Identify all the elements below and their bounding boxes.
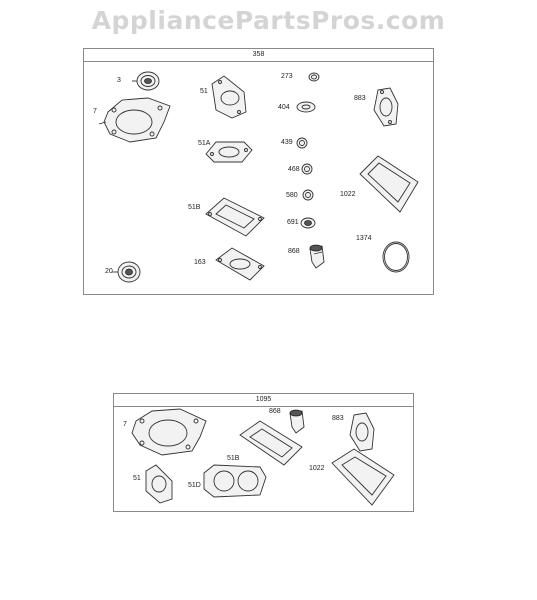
part-1022-rocker-cover-gasket[interactable] xyxy=(331,448,395,506)
part-20-oil-seal[interactable] xyxy=(117,261,141,283)
label-883: 883 xyxy=(354,95,366,102)
label-20: 20 xyxy=(105,268,113,275)
kit-358-leader-lines xyxy=(98,80,137,273)
part-580-seal[interactable] xyxy=(302,189,314,201)
part-883-gasket[interactable] xyxy=(349,412,375,452)
label-868: 868 xyxy=(288,248,300,255)
label-1022: 1022 xyxy=(340,191,356,198)
label-51a: 51A xyxy=(198,140,211,147)
part-883-gasket[interactable] xyxy=(373,87,399,127)
watermark-logo: AppliancePartsPros.com xyxy=(91,6,446,35)
part-1374-o-ring[interactable] xyxy=(382,241,410,273)
label-1022: 1022 xyxy=(309,465,325,472)
part-273-washer[interactable] xyxy=(308,72,320,82)
kit-1095-title: 1095 xyxy=(114,394,413,407)
part-404-gasket[interactable] xyxy=(296,101,316,113)
part-1022-rocker-cover-gasket[interactable] xyxy=(359,155,419,213)
label-404: 404 xyxy=(278,104,290,111)
part-51b-gasket[interactable] xyxy=(205,197,265,237)
part-7-cylinder-head-gasket[interactable] xyxy=(131,408,207,456)
label-468: 468 xyxy=(288,166,300,173)
label-868: 868 xyxy=(269,408,281,415)
label-883: 883 xyxy=(332,415,344,422)
part-439-seal[interactable] xyxy=(296,137,308,149)
part-51a-gasket[interactable] xyxy=(205,141,253,163)
kit-358-title: 358 xyxy=(84,49,433,62)
part-51-gasket[interactable] xyxy=(211,75,247,119)
part-7-cylinder-head-gasket[interactable] xyxy=(103,97,171,143)
kit-358-panel: 358 xyxy=(83,48,434,295)
part-868-valve-seal[interactable] xyxy=(309,244,325,269)
label-163: 163 xyxy=(194,259,206,266)
kit-358-drawing xyxy=(98,71,419,283)
label-3: 3 xyxy=(117,77,121,84)
part-691-gasket[interactable] xyxy=(300,217,316,229)
kit-1095-drawing xyxy=(131,408,395,506)
label-7: 7 xyxy=(93,108,97,115)
label-691: 691 xyxy=(287,219,299,226)
label-273: 273 xyxy=(281,73,293,80)
label-580: 580 xyxy=(286,192,298,199)
label-51: 51 xyxy=(200,88,208,95)
part-51d-gasket[interactable] xyxy=(203,464,267,498)
part-468-washer[interactable] xyxy=(301,163,313,175)
label-51d: 51D xyxy=(188,482,201,489)
label-51b: 51B xyxy=(227,455,240,462)
label-1374: 1374 xyxy=(356,235,372,242)
label-7: 7 xyxy=(123,421,127,428)
part-3-oil-seal[interactable] xyxy=(136,71,160,91)
part-163-gasket[interactable] xyxy=(215,247,265,281)
label-51b: 51B xyxy=(188,204,201,211)
kit-1095-panel: 1095 xyxy=(113,393,414,512)
part-51-gasket[interactable] xyxy=(145,464,173,504)
label-439: 439 xyxy=(281,139,293,146)
label-51: 51 xyxy=(133,475,141,482)
part-868-valve-seal[interactable] xyxy=(289,409,305,434)
part-51b-gasket[interactable] xyxy=(239,420,303,466)
